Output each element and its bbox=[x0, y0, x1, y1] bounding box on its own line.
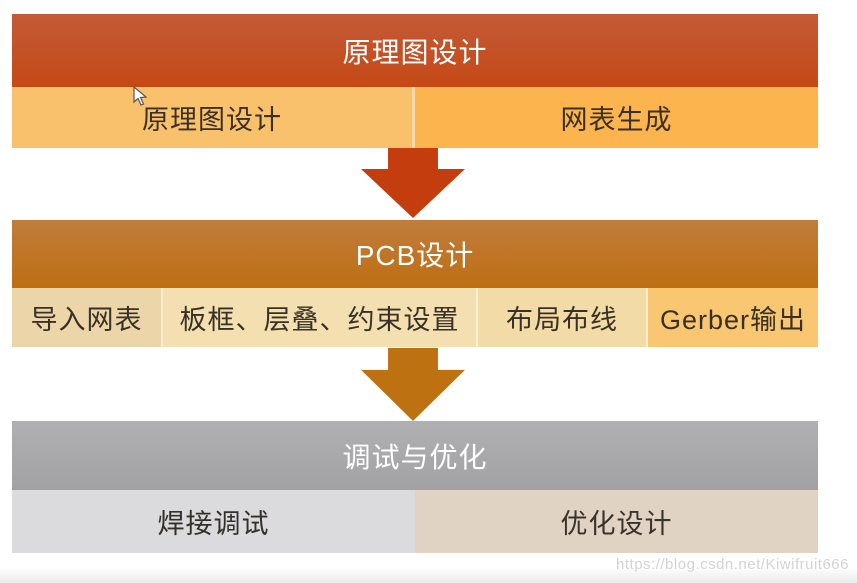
step-netlist-generation: 网表生成 bbox=[415, 87, 818, 148]
section-header-schematic: 原理图设计 bbox=[12, 14, 818, 87]
step-board-stackup-constraints-label: 板框、层叠、约束设置 bbox=[179, 305, 460, 335]
down-arrow-icon bbox=[361, 148, 465, 218]
step-placement-routing-label: 布局布线 bbox=[506, 305, 618, 335]
section-header-debug: 调试与优化 bbox=[12, 421, 818, 490]
step-placement-routing: 布局布线 bbox=[478, 288, 648, 347]
step-optimize-design-label: 优化设计 bbox=[560, 509, 673, 539]
step-schematic-design-label: 原理图设计 bbox=[142, 105, 282, 135]
step-gerber-output-label: Gerber输出 bbox=[659, 305, 807, 335]
step-import-netlist: 导入网表 bbox=[12, 288, 163, 347]
step-schematic-design: 原理图设计 bbox=[12, 87, 415, 148]
bottom-fade bbox=[0, 567, 857, 583]
section-title-schematic: 原理图设计 bbox=[342, 36, 488, 68]
step-soldering-debug-label: 焊接调试 bbox=[157, 509, 270, 539]
down-arrow-icon bbox=[361, 348, 465, 421]
step-import-netlist-label: 导入网表 bbox=[30, 305, 143, 335]
section-header-pcb: PCB设计 bbox=[12, 220, 818, 288]
step-soldering-debug: 焊接调试 bbox=[12, 490, 415, 553]
step-netlist-generation-label: 网表生成 bbox=[560, 105, 673, 135]
row-pcb-steps: 导入网表 板框、层叠、约束设置 布局布线 Gerber输出 bbox=[12, 288, 818, 347]
row-debug-steps: 焊接调试 优化设计 bbox=[12, 490, 818, 553]
step-gerber-output: Gerber输出 bbox=[648, 288, 818, 347]
section-title-debug: 调试与优化 bbox=[342, 441, 488, 473]
step-board-stackup-constraints: 板框、层叠、约束设置 bbox=[163, 288, 478, 347]
step-optimize-design: 优化设计 bbox=[415, 490, 818, 553]
section-title-pcb: PCB设计 bbox=[355, 240, 475, 271]
row-schematic-steps: 原理图设计 网表生成 bbox=[12, 87, 818, 148]
mouse-cursor-icon bbox=[133, 86, 148, 106]
